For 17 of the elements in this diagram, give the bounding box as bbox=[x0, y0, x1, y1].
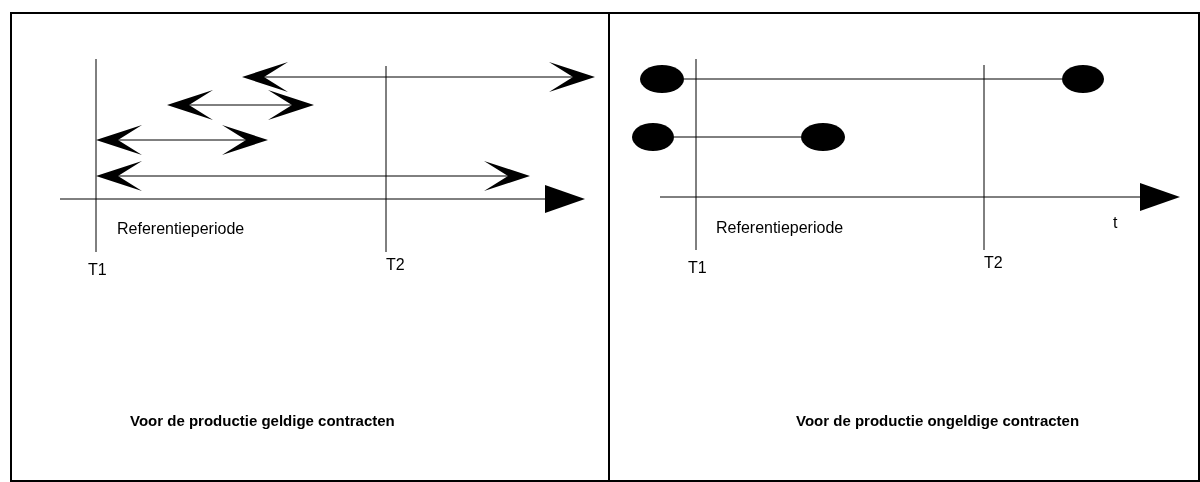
axis-label: T2 bbox=[386, 256, 405, 274]
dot bbox=[640, 65, 684, 93]
axis-label: Referentieperiode bbox=[716, 219, 844, 237]
panel-caption: Voor de productie ongeldige contracten bbox=[796, 412, 1080, 429]
connector-line bbox=[673, 136, 802, 138]
axis-label: Referentieperiode bbox=[117, 220, 245, 238]
panel-frame bbox=[608, 12, 1200, 482]
axis-label: T1 bbox=[88, 261, 107, 279]
dot bbox=[801, 123, 845, 151]
dot bbox=[1062, 65, 1104, 93]
dot bbox=[632, 123, 674, 151]
axis-label: T1 bbox=[688, 259, 707, 277]
axis-label: T2 bbox=[984, 254, 1003, 272]
axis-label: t bbox=[1113, 214, 1118, 232]
panel-caption: Voor de productie geldige contracten bbox=[130, 412, 395, 429]
connector-line bbox=[683, 78, 1063, 80]
panel-frame bbox=[10, 12, 610, 482]
